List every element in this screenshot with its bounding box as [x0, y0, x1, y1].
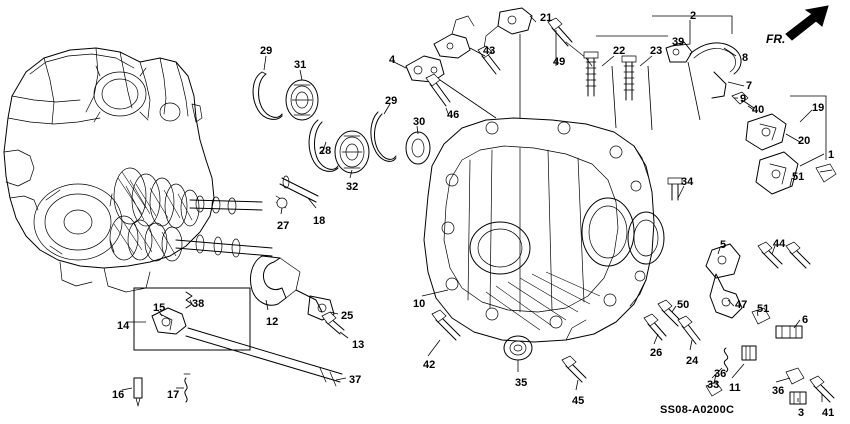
callout-47: 47 [735, 299, 748, 311]
callout-25: 25 [341, 310, 354, 322]
shift-linkage-group [133, 255, 345, 407]
top-brackets-group [405, 7, 837, 195]
callout-34: 34 [681, 176, 694, 188]
callout-43: 43 [483, 45, 496, 57]
callout-26: 26 [650, 347, 663, 359]
callout-51a: 51 [792, 171, 805, 183]
callout-22: 22 [613, 45, 626, 57]
callout-20: 20 [798, 135, 811, 147]
callout-24: 24 [686, 355, 699, 367]
callout-16: 16 [112, 389, 125, 401]
callout-23: 23 [650, 45, 663, 57]
callout-2: 2 [690, 10, 697, 22]
callout-46: 46 [447, 109, 460, 121]
callout-18: 18 [313, 215, 326, 227]
callout-35: 35 [515, 377, 528, 389]
callout-40: 40 [752, 104, 765, 116]
callout-14: 14 [117, 320, 130, 332]
callout-41: 41 [822, 407, 835, 419]
callout-10: 10 [413, 298, 426, 310]
callout-51b: 51 [757, 303, 770, 315]
callout-5: 5 [720, 239, 727, 251]
callout-1: 1 [828, 149, 835, 161]
callout-45: 45 [572, 395, 585, 407]
callout-4: 4 [389, 54, 396, 66]
callout-15: 15 [153, 302, 166, 314]
callout-9: 9 [740, 93, 747, 105]
callout-31: 31 [294, 59, 307, 71]
callout-8: 8 [742, 52, 749, 64]
callout-17: 17 [167, 389, 180, 401]
engine-assembly-group [3, 47, 273, 293]
callout-7: 7 [746, 80, 753, 92]
callout-3: 3 [798, 407, 805, 419]
callout-29a: 29 [260, 45, 273, 57]
transmission-housing-group [423, 117, 665, 361]
callout-6: 6 [802, 314, 809, 326]
callout-11: 11 [729, 382, 741, 394]
direction-arrow [785, 5, 829, 41]
callout-13: 13 [352, 339, 365, 351]
callout-32: 32 [346, 181, 359, 193]
callout-30: 30 [413, 116, 426, 128]
callout-19: 19 [812, 102, 825, 114]
bearings-and-rings-group [252, 71, 431, 215]
callout-12: 12 [266, 316, 279, 328]
callout-36a: 36 [714, 368, 727, 380]
right-hardware-group [431, 177, 835, 405]
front-direction-label: FR. [766, 32, 786, 46]
callout-28: 28 [319, 145, 332, 157]
callout-29b: 29 [385, 95, 398, 107]
callout-38: 38 [192, 298, 205, 310]
callout-39: 39 [672, 36, 685, 48]
callout-27: 27 [277, 220, 290, 232]
callout-50: 50 [677, 299, 690, 311]
callout-49: 49 [553, 56, 566, 68]
callout-33: 33 [707, 379, 720, 391]
callout-44: 44 [773, 238, 786, 250]
callout-21: 21 [540, 12, 553, 24]
leader-lines-group [121, 15, 825, 402]
diagram-part-code: SS08-A0200C [660, 404, 735, 416]
callout-36b: 36 [772, 385, 785, 397]
group-boxes [133, 15, 827, 351]
callout-37: 37 [349, 374, 362, 386]
callout-42: 42 [423, 359, 436, 371]
